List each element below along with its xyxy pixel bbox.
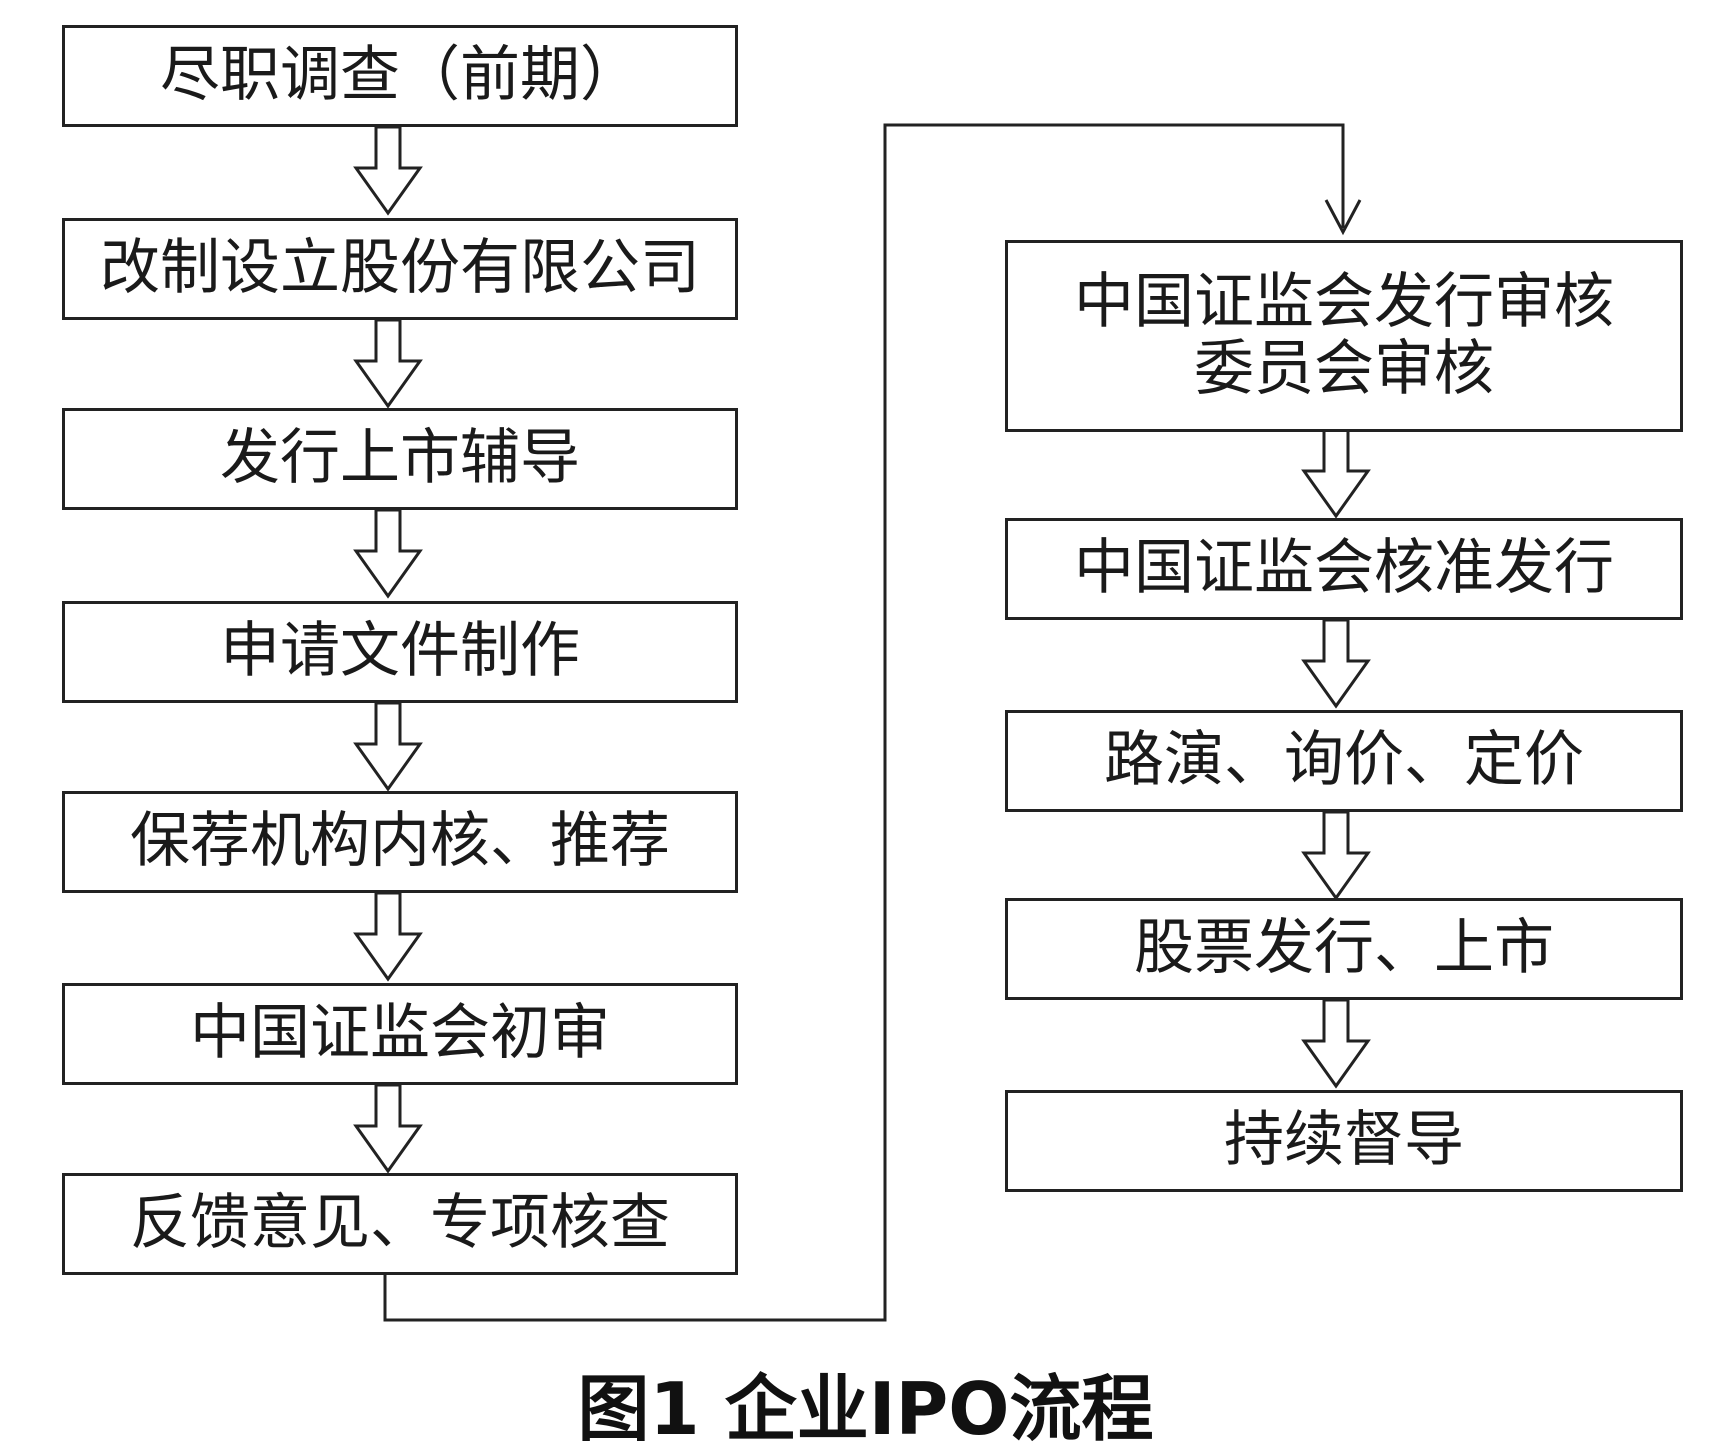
step-application-documents: 申请文件制作 [62,601,738,703]
step-restructure-company: 改制设立股份有限公司 [62,218,738,320]
down-arrow-icon [353,508,423,599]
figure-caption: 图1 企业IPO流程 [577,1367,1154,1451]
connector-arrowhead-icon [1324,199,1362,236]
down-arrow-icon [353,891,423,982]
step-csrc-approval: 中国证监会核准发行 [1005,518,1683,620]
down-arrow-icon [353,318,423,409]
down-arrow-icon [1301,810,1371,901]
down-arrow-icon [1301,618,1371,709]
step-due-diligence: 尽职调查（前期） [62,25,738,127]
step-sponsor-review: 保荐机构内核、推荐 [62,791,738,893]
down-arrow-icon [1301,998,1371,1089]
step-continuous-supervision: 持续督导 [1005,1090,1683,1192]
step-issue-listing: 股票发行、上市 [1005,898,1683,1000]
step-roadshow-pricing: 路演、询价、定价 [1005,710,1683,812]
down-arrow-icon [1301,428,1371,519]
down-arrow-icon [353,1083,423,1174]
step-csrc-preliminary-review: 中国证监会初审 [62,983,738,1085]
step-feedback-verification: 反馈意见、专项核查 [62,1173,738,1275]
step-listing-tutoring: 发行上市辅导 [62,408,738,510]
connector-line [383,123,1345,1322]
down-arrow-icon [353,125,423,216]
step-issuance-committee-review: 中国证监会发行审核委员会审核 [1005,240,1683,432]
down-arrow-icon [353,701,423,792]
